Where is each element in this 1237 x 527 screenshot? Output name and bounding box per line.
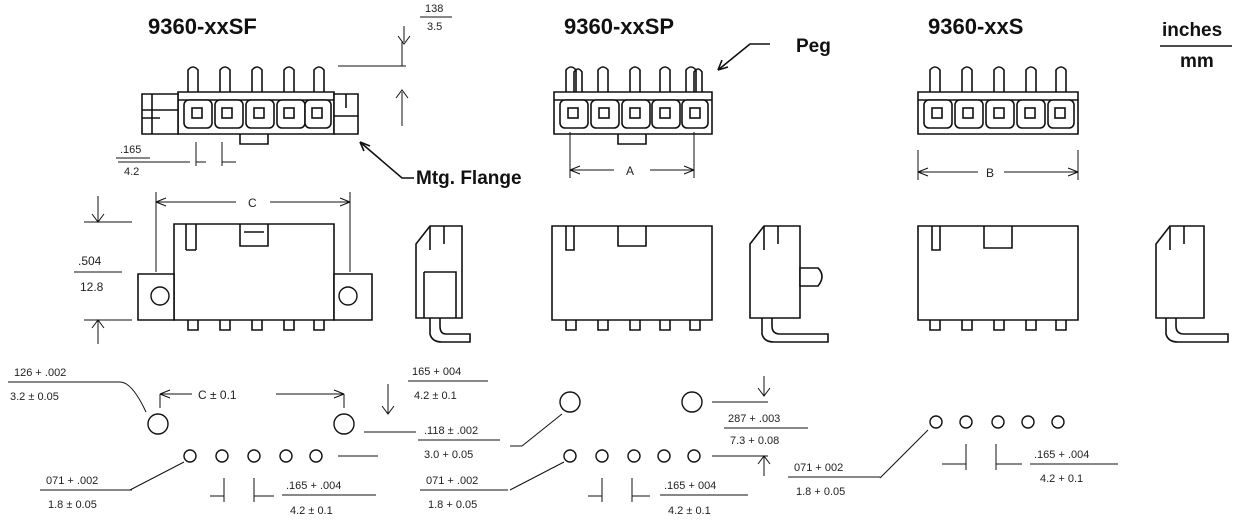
sf-footprint: C ± 0.1 126 + .002 3.2 ± 0.05 165 + 004 …	[8, 366, 488, 517]
dim-flange-pitch-in: 165 + 004	[412, 366, 461, 378]
peg-hole-right	[681, 391, 703, 413]
dim-c: C	[248, 196, 257, 210]
title-9360-xxsf: 9360-xxSF	[148, 14, 257, 39]
title-9360-xxs: 9360-xxS	[928, 14, 1023, 39]
dim-pin-pitch-s-mm: 4.2 + 0.1	[1040, 473, 1083, 485]
dim-flange-hole-in: 126 + .002	[14, 367, 66, 379]
sf-top-view: C .504 12.8	[74, 192, 373, 344]
s-front-view: B	[917, 66, 1079, 180]
dim-top-height-in: 138	[425, 3, 443, 15]
title-9360-xxsp: 9360-xxSP	[564, 14, 674, 39]
dim-pin-hole-sf-mm: 1.8 ± 0.05	[48, 499, 97, 511]
peg-callout: Peg	[717, 36, 831, 71]
sp-front-view: A	[553, 66, 713, 178]
dim-pin-hole-s-in: 071 + 002	[794, 462, 843, 474]
sf-side-view	[415, 225, 471, 343]
dim-c-tol: C ± 0.1	[198, 388, 237, 402]
dim-pin-pitch-s-in: .165 + .004	[1034, 449, 1089, 461]
units-mm: mm	[1180, 51, 1214, 72]
dim-peg-offset-mm: 7.3 + 0.08	[730, 435, 779, 447]
dim-pin-pitch-sp-in: .165 + 004	[664, 480, 716, 492]
s-side-view	[1155, 225, 1229, 343]
dim-height-mm: 12.8	[80, 280, 104, 294]
s-top-view	[917, 225, 1079, 331]
dim-height-in: .504	[78, 254, 102, 268]
dim-peg-offset-in: 287 + .003	[728, 413, 780, 425]
dim-b: B	[986, 166, 994, 180]
flange-hole-left	[147, 413, 169, 435]
dim-pitch-sf-in: .165	[120, 144, 141, 156]
dim-a: A	[626, 164, 634, 178]
dim-pin-pitch-sf-in: .165 + .004	[286, 480, 341, 492]
mtg-flange-callout: Mtg. Flange	[359, 141, 522, 189]
dim-flange-pitch-mm: 4.2 ± 0.1	[414, 390, 457, 402]
dim-pin-pitch-sp-mm: 4.2 ± 0.1	[668, 505, 711, 517]
flange-hole-right	[333, 413, 355, 435]
sp-side-view	[749, 225, 829, 343]
sf-front-view: 138 3.5 .165 4.2	[116, 3, 452, 178]
units-inches: inches	[1162, 20, 1222, 41]
dim-pin-pitch-sf-mm: 4.2 ± 0.1	[290, 505, 333, 517]
sp-top-view	[551, 225, 713, 331]
sp-footprint: .118 ± .002 3.0 + 0.05 287 + .003 7.3 + …	[418, 376, 808, 517]
callout-mtg-flange: Mtg. Flange	[416, 168, 522, 189]
callout-peg: Peg	[796, 36, 831, 57]
dim-top-height-mm: 3.5	[427, 21, 442, 33]
units-legend: inches mm	[1160, 20, 1232, 72]
dim-peg-hole-in: .118 ± .002	[424, 425, 478, 437]
dim-pin-hole-sp-in: 071 + .002	[426, 475, 478, 487]
dim-pin-hole-s-mm: 1.8 + 0.05	[796, 486, 845, 498]
dim-pin-hole-sf-in: 071 + .002	[46, 475, 98, 487]
dim-peg-hole-mm: 3.0 + 0.05	[424, 449, 473, 461]
dim-pin-hole-sp-mm: 1.8 + 0.05	[428, 499, 477, 511]
s-footprint: 071 + 002 1.8 + 0.05 .165 + .004 4.2 + 0…	[788, 415, 1118, 498]
dim-pitch-sf-mm: 4.2	[124, 166, 139, 178]
dim-flange-hole-mm: 3.2 ± 0.05	[10, 391, 59, 403]
peg-hole-left	[559, 391, 581, 413]
sf-pins	[187, 66, 325, 92]
